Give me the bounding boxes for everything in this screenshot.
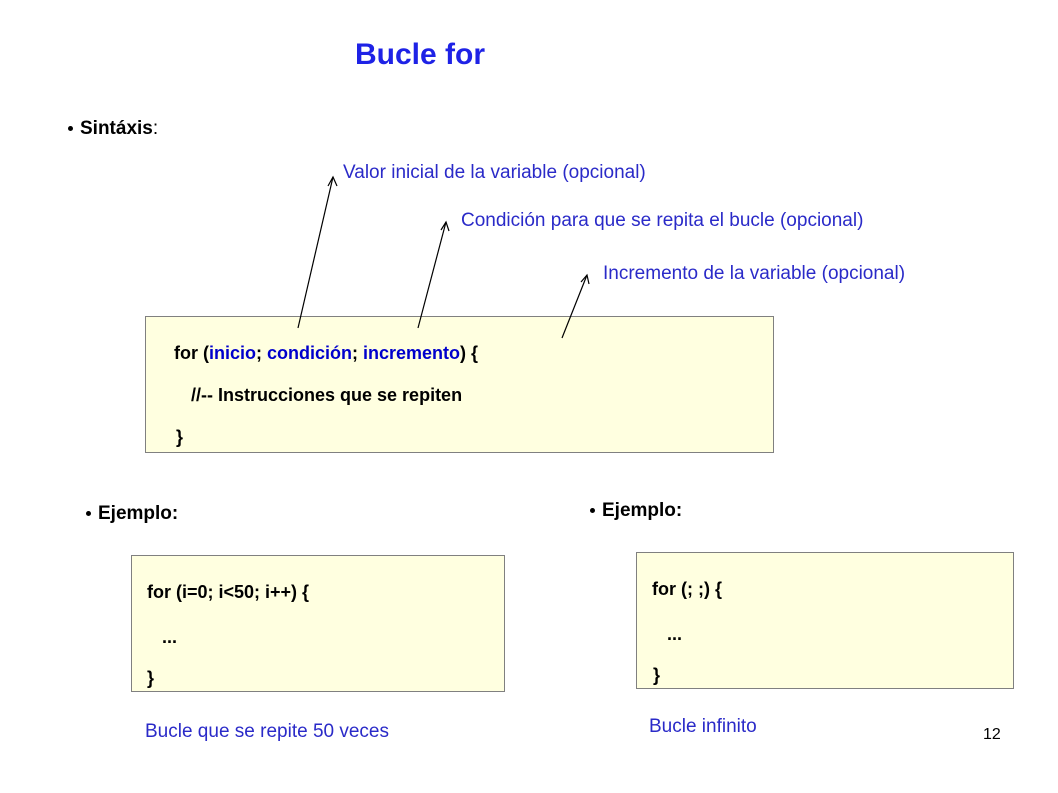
code-close: ) { <box>460 343 479 363</box>
bullet-icon <box>68 126 73 132</box>
example1-code-line-3: } <box>147 668 155 688</box>
code-condition: condición <box>267 343 353 363</box>
arrow-condition-head <box>440 220 450 232</box>
arrow-condition <box>417 221 447 329</box>
code-sep-2: ; <box>352 343 364 363</box>
example1-code-line-1: for (i=0; i<50; i++) { <box>147 582 310 602</box>
example2-heading: Ejemplo: <box>590 500 682 522</box>
note-init: Valor inicial de la variable (opcional) <box>343 162 646 183</box>
example2-code-line-2: ... <box>667 624 683 644</box>
note-condition: Condición para que se repita el bucle (o… <box>461 210 864 231</box>
arrow-init-head <box>327 175 338 187</box>
code-for-open: for ( <box>174 343 209 363</box>
syntax-code-line-2: //-- Instrucciones que se repiten <box>191 385 463 405</box>
example2-code-line-3: } <box>653 665 661 685</box>
syntax-heading: Sintáxis: <box>68 118 158 140</box>
example1-code-line-2: ... <box>162 627 178 647</box>
syntax-code-line-3: } <box>176 427 184 447</box>
example1-label: Ejemplo: <box>98 503 179 524</box>
syntax-code-line-1: for (inicio; condición; incremento) { <box>174 343 478 364</box>
page-number: 12 <box>983 726 1001 743</box>
example1-caption: Bucle que se repite 50 veces <box>145 721 389 742</box>
syntax-label-suffix: : <box>152 118 159 139</box>
arrow-init <box>297 176 334 329</box>
example2-code-line-1: for (; ;) { <box>652 579 722 599</box>
code-increment: incremento <box>363 343 461 363</box>
example2-caption: Bucle infinito <box>649 716 757 737</box>
code-init: inicio <box>209 343 257 363</box>
example2-code-box: for (; ;) { ... } <box>636 552 1014 689</box>
syntax-label: Sintáxis <box>80 118 153 139</box>
code-sep-1: ; <box>256 343 268 363</box>
arrow-increment-head <box>580 273 590 285</box>
slide-title: Bucle for <box>355 38 486 71</box>
example2-label: Ejemplo: <box>602 500 683 521</box>
arrow-increment <box>561 274 588 339</box>
note-increment: Incremento de la variable (opcional) <box>603 263 906 284</box>
bullet-icon <box>86 511 91 517</box>
example1-heading: Ejemplo: <box>86 503 178 525</box>
bullet-icon <box>590 508 595 514</box>
example1-code-box: for (i=0; i<50; i++) { ... } <box>131 555 505 692</box>
syntax-code-box: for (inicio; condición; incremento) { //… <box>145 316 774 453</box>
